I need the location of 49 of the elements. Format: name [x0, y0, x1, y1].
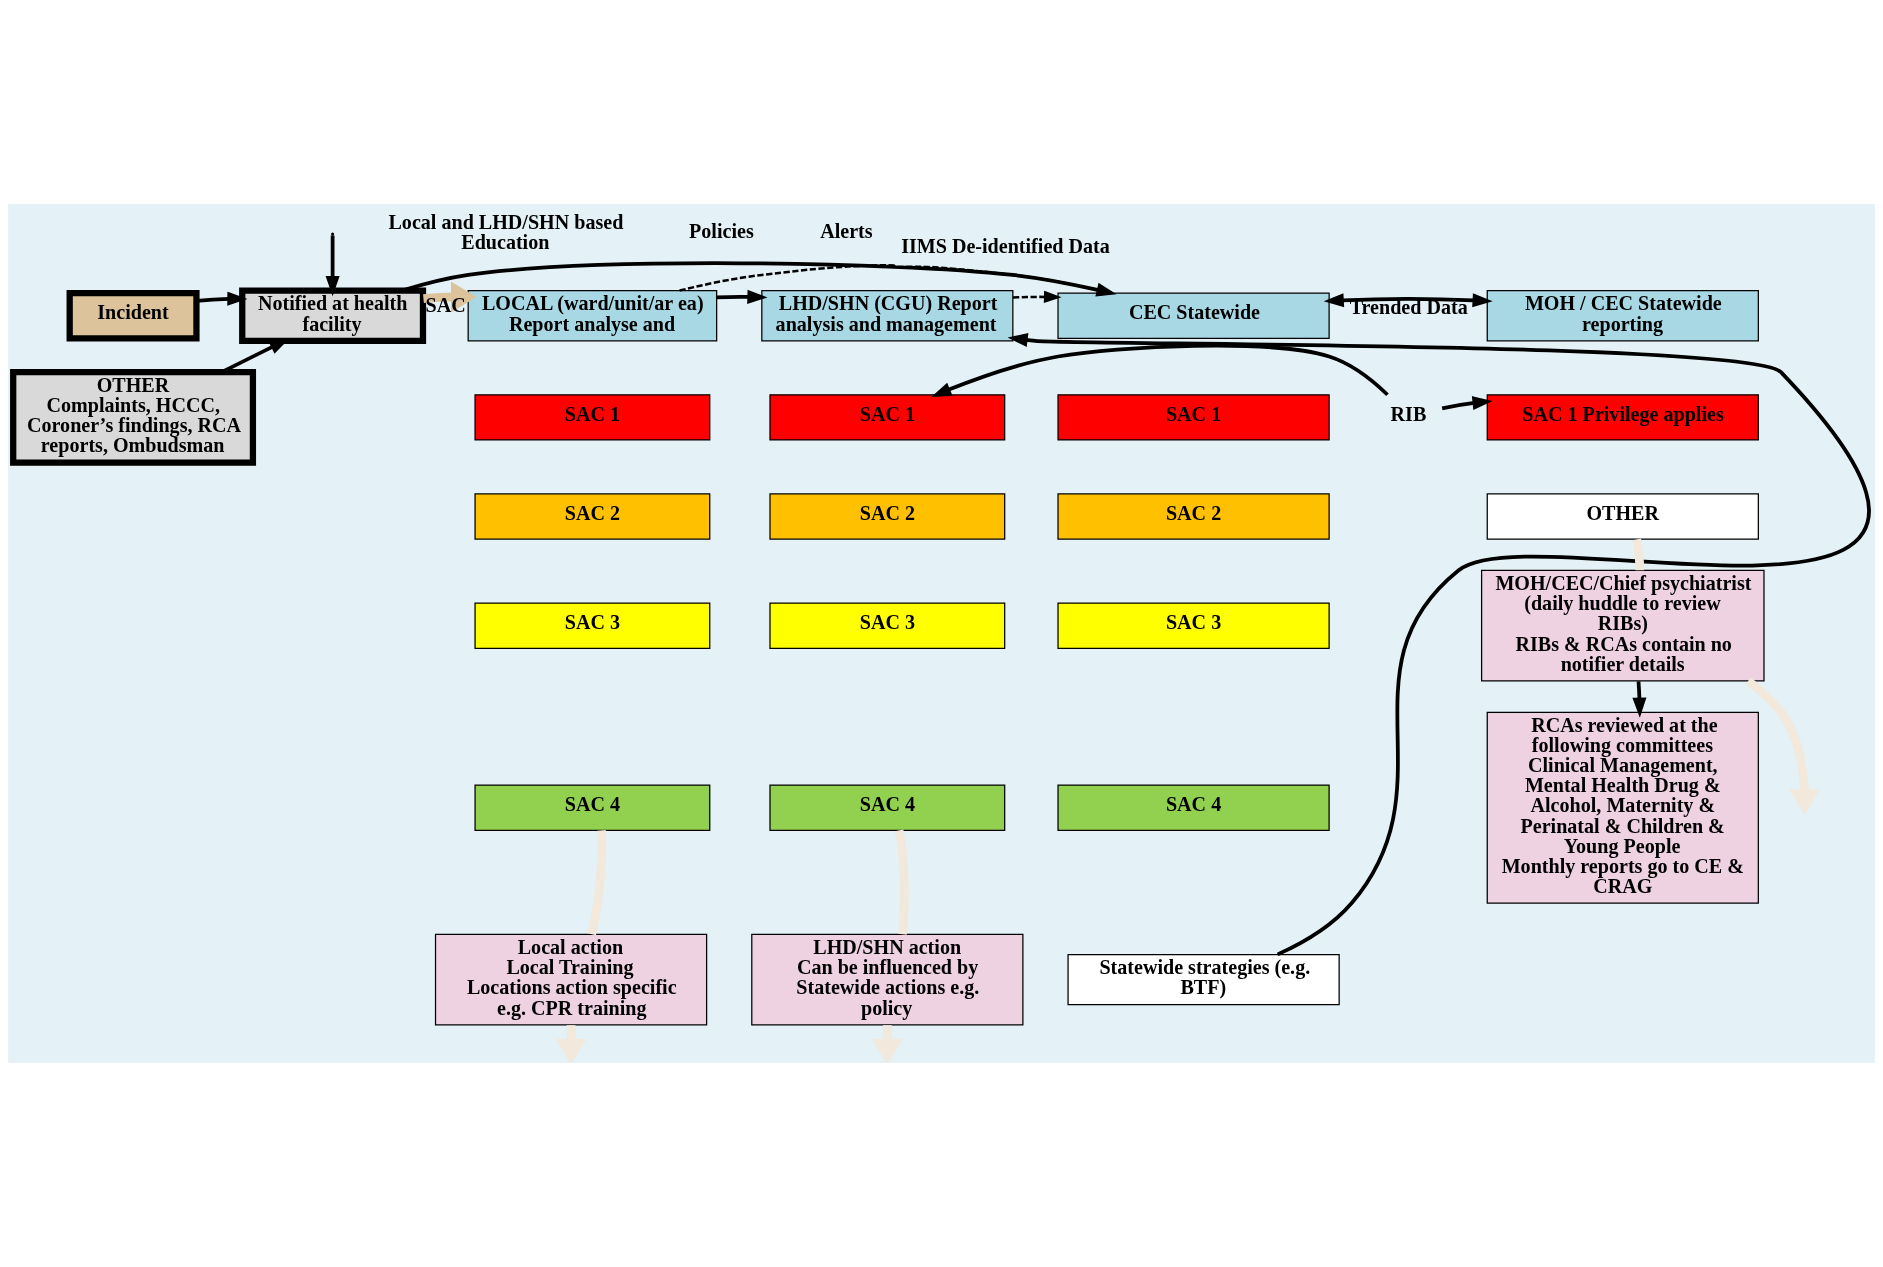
- node-box: SAC 1 Privilege applies: [1486, 394, 1759, 441]
- connector: [894, 829, 909, 935]
- edge-label: Trended Data: [1349, 295, 1468, 318]
- arrow: [679, 264, 1115, 296]
- node-box: SAC 3: [769, 602, 1006, 649]
- node-box: RCAs reviewed at the following committees Clinical Management, Mental Health Drug & Alcohol, Maternity & Perinatal & Children & Young People Monthly reports go to CE & CRAG: [1486, 711, 1759, 904]
- node-box: SAC 4: [474, 784, 711, 831]
- arrow: [325, 235, 340, 297]
- node-box: SAC 1: [769, 394, 1006, 441]
- node-box: SAC 4: [769, 784, 1006, 831]
- arrow: [1012, 290, 1062, 304]
- label: Alerts: [820, 219, 873, 242]
- arrow: [1323, 293, 1493, 308]
- node-box: LHD/SHN (CGU) Report analysis and management: [761, 289, 1014, 342]
- node-box: CEC Statewide: [1057, 292, 1330, 339]
- arrow: [1745, 677, 1821, 815]
- node-box: LHD/SHN action Can be influenced by Statewide actions e.g. policy: [751, 933, 1024, 1026]
- connector: [587, 830, 607, 936]
- node-box: SAC 3: [1057, 602, 1330, 649]
- arrow: [196, 291, 248, 306]
- node-box: MOH/CEC/Chief psychiatrist (daily huddle to review RIBs) RIBs & RCAs contain no notifier details: [1480, 569, 1765, 682]
- arrow: [931, 343, 1389, 397]
- node-box: Local action Local Training Locations action specific e.g. CPR training: [434, 933, 708, 1026]
- node-box: Notified at health facility: [239, 287, 427, 344]
- node-box: SAC 1: [474, 394, 711, 441]
- node-box: Incident: [66, 289, 200, 342]
- node-box: LOCAL (ward/unit/ar ea) Report analyse and: [467, 289, 718, 342]
- node-text: RIB: [1390, 402, 1427, 425]
- connector: [1632, 538, 1645, 571]
- arrow: [716, 289, 768, 304]
- node-box: MOH / CEC Statewide reporting: [1486, 289, 1759, 342]
- edge-label: IIMS De-identified Data: [901, 234, 1110, 257]
- arrow: [1632, 681, 1647, 718]
- node-box: SAC 3: [474, 602, 711, 649]
- arrow: [401, 261, 1117, 297]
- node-box: OTHER: [1486, 493, 1759, 540]
- arrow: [423, 281, 477, 313]
- node-box: OTHER Complaints, HCCC, Coroner’s findings, RCA reports, Ombudsman: [10, 369, 257, 466]
- node-box: SAC 1: [1057, 394, 1330, 441]
- node-box: SAC 2: [769, 493, 1006, 540]
- node-box: Statewide strategies (e.g. BTF): [1067, 953, 1340, 1006]
- arrow: [1441, 396, 1493, 411]
- node-box: SAC 2: [1057, 493, 1330, 540]
- arrow: [1007, 332, 1869, 957]
- node-box: SAC 4: [1057, 784, 1330, 831]
- node-box: SAC 2: [474, 493, 711, 540]
- label: Policies: [689, 219, 754, 242]
- label: Local and LHD/SHN based Education: [388, 210, 624, 253]
- edge-label: SAC: [425, 294, 466, 316]
